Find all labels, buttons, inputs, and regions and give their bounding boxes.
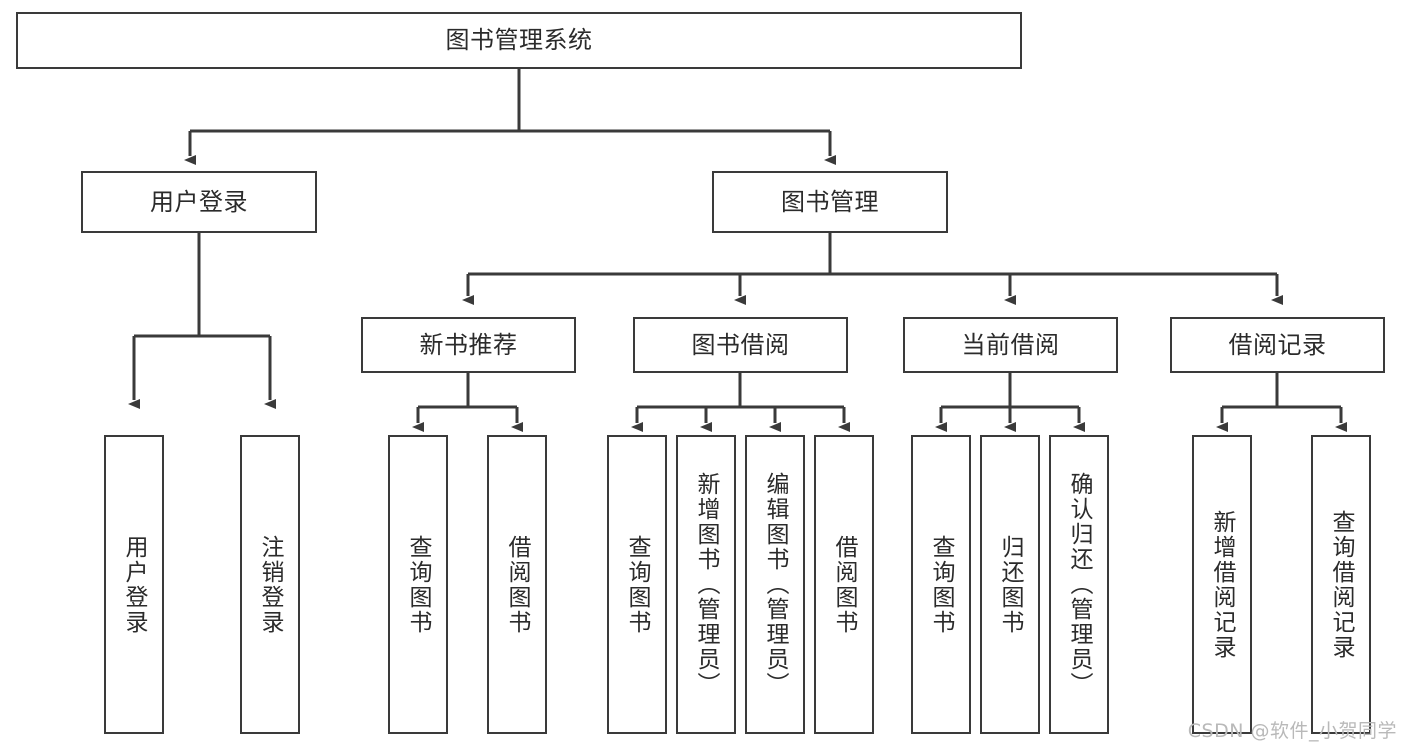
leaf-newbook-query-book[interactable]: 查询图书 xyxy=(388,435,448,734)
leaf-borrow-add-book-admin[interactable]: 新增图书（管理员） xyxy=(676,435,736,734)
node-current-borrow-label: 当前借阅 xyxy=(961,330,1060,359)
leaf-logout-label: 注销登录 xyxy=(257,534,284,635)
leaf-borrow-query-book[interactable]: 查询图书 xyxy=(607,435,667,734)
leaf-newbook-query-book-label: 查询图书 xyxy=(405,534,432,635)
leaf-borrow-borrow-book-label: 借阅图书 xyxy=(831,534,858,635)
node-new-book-recommend-label: 新书推荐 xyxy=(419,330,518,359)
leaf-borrow-borrow-book[interactable]: 借阅图书 xyxy=(814,435,874,734)
node-book-management[interactable]: 图书管理 xyxy=(712,171,948,233)
leaf-current-return-book-label: 归还图书 xyxy=(997,534,1024,635)
leaf-current-return-book[interactable]: 归还图书 xyxy=(980,435,1040,734)
node-book-borrow-label: 图书借阅 xyxy=(691,330,790,359)
leaf-logout[interactable]: 注销登录 xyxy=(240,435,300,734)
node-new-book-recommend[interactable]: 新书推荐 xyxy=(361,317,576,373)
leaf-user-login-label: 用户登录 xyxy=(121,534,148,635)
leaf-current-query-book-label: 查询图书 xyxy=(928,534,955,635)
leaf-records-query-record-label: 查询借阅记录 xyxy=(1328,509,1355,660)
leaf-borrow-query-book-label: 查询图书 xyxy=(624,534,651,635)
leaf-newbook-borrow-book[interactable]: 借阅图书 xyxy=(487,435,547,734)
node-borrow-records-label: 借阅记录 xyxy=(1228,330,1327,359)
leaf-current-confirm-return-admin-label: 确认归还（管理员） xyxy=(1066,472,1093,697)
leaf-records-add-record-label: 新增借阅记录 xyxy=(1209,509,1236,660)
node-root-system-label: 图书管理系统 xyxy=(445,26,593,55)
leaf-current-query-book[interactable]: 查询图书 xyxy=(911,435,971,734)
node-user-login[interactable]: 用户登录 xyxy=(81,171,317,233)
leaf-records-add-record[interactable]: 新增借阅记录 xyxy=(1192,435,1252,734)
node-user-login-label: 用户登录 xyxy=(150,187,248,216)
node-borrow-records[interactable]: 借阅记录 xyxy=(1170,317,1385,373)
node-root-system[interactable]: 图书管理系统 xyxy=(16,12,1022,69)
node-book-management-label: 图书管理 xyxy=(781,187,879,216)
leaf-borrow-add-book-admin-label: 新增图书（管理员） xyxy=(693,472,720,697)
leaf-borrow-edit-book-admin-label: 编辑图书（管理员） xyxy=(762,472,789,697)
node-current-borrow[interactable]: 当前借阅 xyxy=(903,317,1118,373)
leaf-records-query-record[interactable]: 查询借阅记录 xyxy=(1311,435,1371,734)
leaf-newbook-borrow-book-label: 借阅图书 xyxy=(504,534,531,635)
leaf-user-login[interactable]: 用户登录 xyxy=(104,435,164,734)
leaf-current-confirm-return-admin[interactable]: 确认归还（管理员） xyxy=(1049,435,1109,734)
leaf-borrow-edit-book-admin[interactable]: 编辑图书（管理员） xyxy=(745,435,805,734)
node-book-borrow[interactable]: 图书借阅 xyxy=(633,317,848,373)
